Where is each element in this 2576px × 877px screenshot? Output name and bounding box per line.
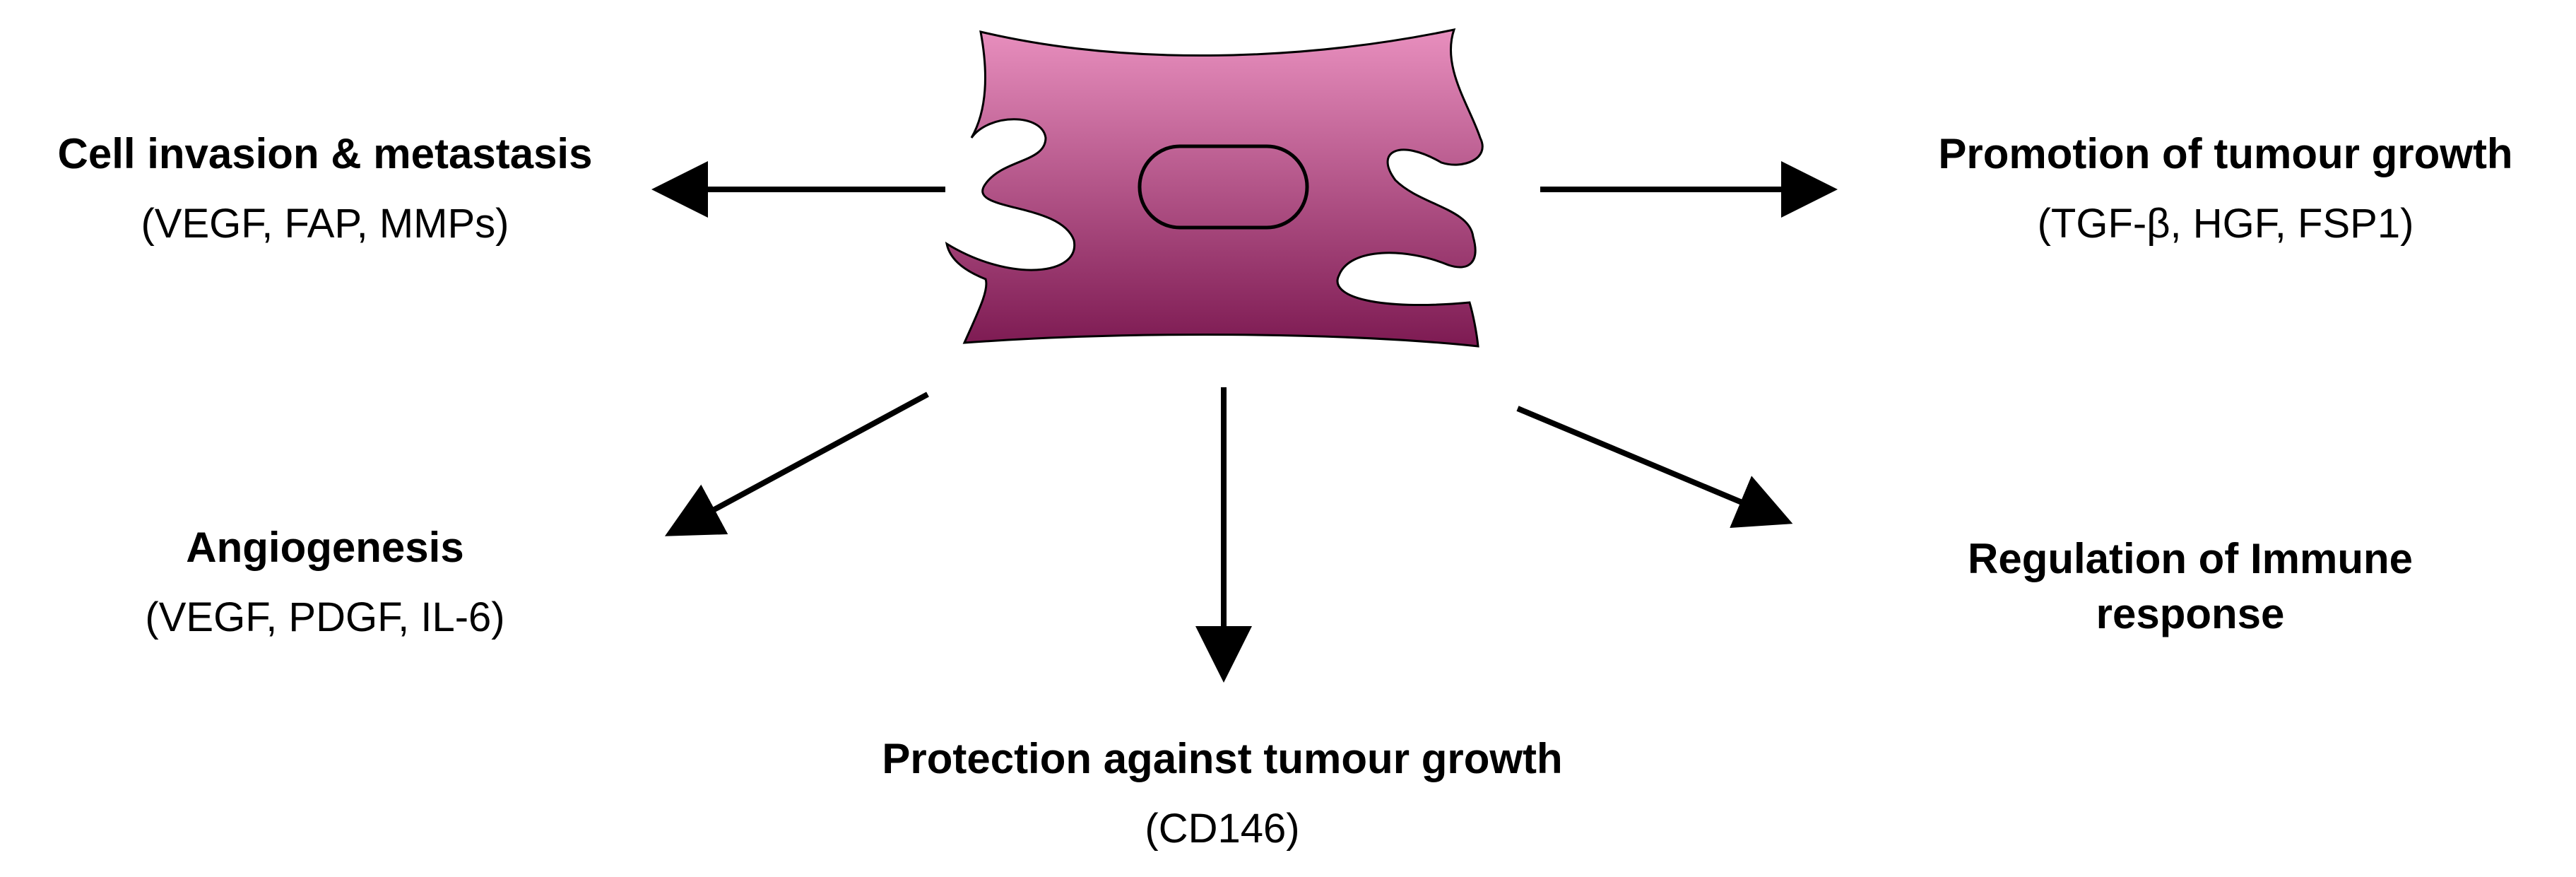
- arrows: [651, 161, 1838, 683]
- node-invasion-factors: (VEGF, FAP, MMPs): [141, 201, 509, 247]
- node-immune: Regulation of Immune response: [1936, 531, 2445, 642]
- node-growth-promotion-title: Promotion of tumour growth: [1938, 130, 2513, 177]
- node-protection: Protection against tumour growth (CD146): [798, 738, 1646, 849]
- node-invasion: Cell invasion & metastasis (VEGF, FAP, M…: [7, 133, 643, 245]
- fibroblast-cell-icon: [945, 28, 1484, 348]
- node-angiogenesis-title: Angiogenesis: [186, 524, 464, 571]
- node-immune-title: Regulation of Immune response: [1968, 535, 2413, 637]
- node-angiogenesis: Angiogenesis (VEGF, PDGF, IL-6): [42, 526, 608, 638]
- node-growth-promotion: Promotion of tumour growth (TGF-β, HGF, …: [1879, 133, 2572, 245]
- arrow-to-angiogenesis: [664, 392, 929, 536]
- cell-nucleus: [1138, 144, 1309, 230]
- cell-body: [945, 28, 1484, 348]
- node-invasion-title: Cell invasion & metastasis: [57, 130, 593, 177]
- node-protection-factors: (CD146): [1145, 806, 1300, 852]
- node-angiogenesis-factors: (VEGF, PDGF, IL-6): [145, 594, 505, 640]
- node-protection-title: Protection against tumour growth: [882, 735, 1563, 782]
- node-growth-promotion-factors: (TGF-β, HGF, FSP1): [2037, 201, 2414, 247]
- arrow-to-immune: [1516, 406, 1793, 529]
